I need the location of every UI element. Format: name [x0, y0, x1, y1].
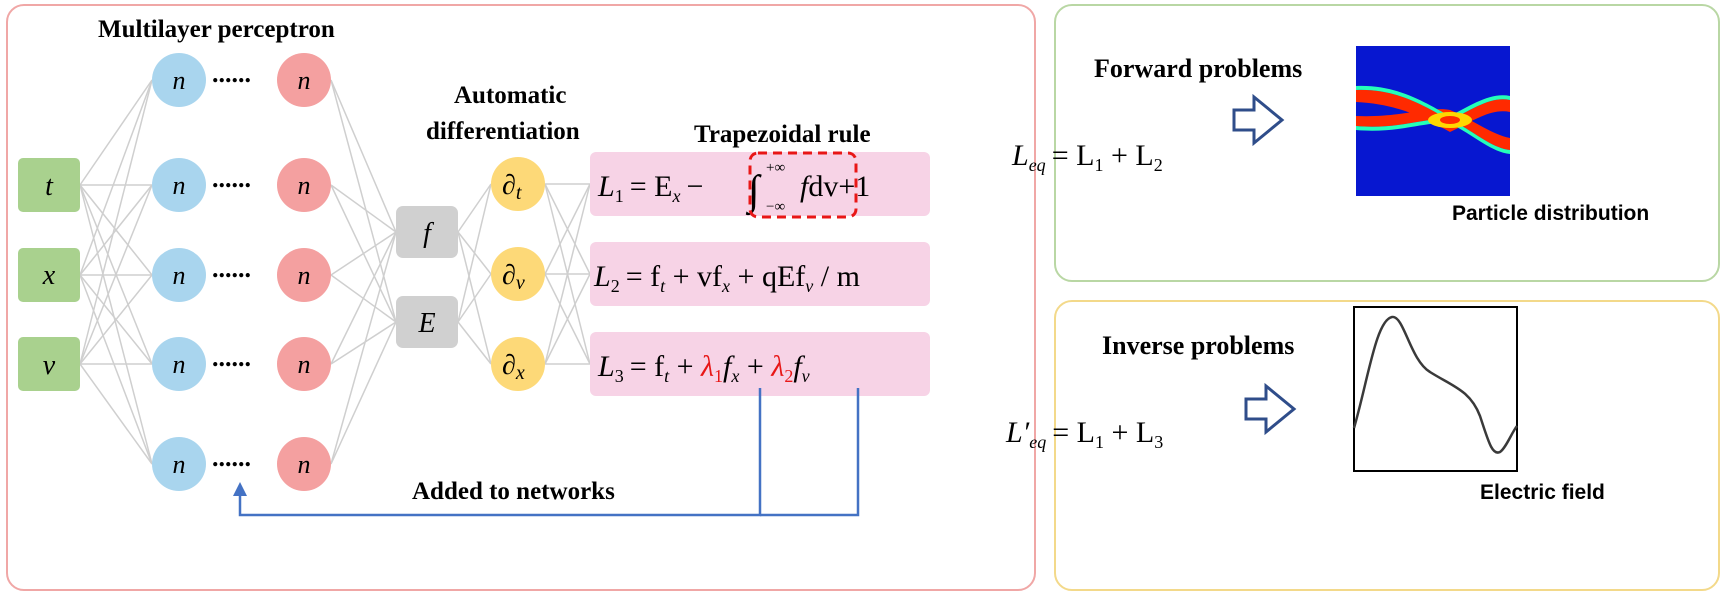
equation-L3-bg — [590, 332, 930, 396]
electric-field-plot — [1352, 306, 1519, 472]
input-nodes: t x v — [18, 158, 80, 391]
ellipsis-dots: ...... — [212, 254, 251, 283]
forward-arrow-icon — [1232, 93, 1285, 147]
electric-field-caption: Electric field — [1480, 481, 1605, 504]
hidden-node-label: n — [298, 350, 311, 379]
hidden-node-label: n — [298, 450, 311, 479]
hidden-node-blue-4 — [152, 437, 206, 491]
hidden-node-blue-2 — [152, 248, 206, 302]
trapezoidal-title: Trapezoidal rule — [694, 121, 871, 148]
inverse-problems-panel — [1054, 300, 1720, 591]
svg-text:L2= ft + vfx + qEfv / m: L2= ft + vfx + qEfv / m — [593, 260, 860, 296]
input-box-v — [18, 337, 80, 391]
svg-text:Leq= L1 + L2: Leq= L1 + L2 — [1011, 139, 1163, 175]
particle-distribution-caption: Particle distribution — [1452, 202, 1650, 225]
input-label-x: x — [42, 260, 56, 291]
hidden-layers: n n...... n n...... n n...... n n...... n n...... — [152, 53, 331, 491]
network-connections — [79, 79, 591, 465]
hidden-node-label: n — [298, 66, 311, 95]
hidden-node-blue-1 — [152, 158, 206, 212]
svg-text:L3= ft + λ1fx + λ2fv: L3= ft + λ1fx + λ2fv — [597, 350, 810, 386]
input-label-t: t — [45, 171, 54, 202]
hidden-node-red-2 — [277, 248, 331, 302]
deriv-node-v — [491, 247, 545, 301]
ellipsis-dots: ...... — [212, 343, 251, 372]
equation-Leq-prime: L′eq= L1 + L3 — [1005, 416, 1163, 452]
hidden-node-blue-3 — [152, 337, 206, 391]
hidden-node-red-3 — [277, 337, 331, 391]
hidden-node-label: n — [173, 350, 186, 379]
autodiff-title-line1: Automatic — [454, 82, 567, 109]
svg-text:L′eq= L1 + L3: L′eq= L1 + L3 — [1005, 416, 1163, 452]
input-box-t — [18, 158, 80, 212]
deriv-node-x — [491, 337, 545, 391]
svg-text:fdv+1: fdv+1 — [800, 170, 870, 203]
hidden-node-label: n — [298, 171, 311, 200]
ellipsis-dots: ...... — [212, 59, 251, 88]
equation-Leq: Leq= L1 + L2 — [1011, 139, 1163, 175]
equation-L3: L3= ft + λ1fx + λ2fv — [597, 350, 810, 386]
hidden-node-blue-0 — [152, 53, 206, 107]
svg-text:L1= Ex−: L1= Ex− — [597, 170, 703, 206]
hidden-node-red-0 — [277, 53, 331, 107]
output-box-E — [396, 296, 458, 348]
derivative-nodes: ∂t ∂v ∂x — [491, 157, 545, 391]
ellipsis-dots: ...... — [212, 164, 251, 193]
deriv-node-t — [491, 157, 545, 211]
deriv-label-x: ∂x — [502, 350, 525, 384]
equation-L1: L1= Ex− ∫ +∞ −∞ fdv+1 — [597, 151, 870, 219]
input-box-x — [18, 248, 80, 302]
equation-L2-bg — [590, 242, 930, 306]
feedback-arrowhead — [233, 482, 247, 496]
svg-text:∫: ∫ — [745, 168, 762, 216]
hidden-node-label: n — [173, 171, 186, 200]
mlp-title: Multilayer perceptron — [98, 16, 335, 43]
deriv-label-t: ∂t — [502, 170, 522, 204]
hidden-node-label: n — [173, 66, 186, 95]
forward-problems-title: Forward problems — [1094, 54, 1303, 83]
particle-distribution-image — [1356, 46, 1510, 196]
output-label-f: f — [423, 218, 434, 249]
hidden-node-label: n — [298, 261, 311, 290]
output-box-f — [396, 206, 458, 258]
input-label-v: v — [43, 350, 56, 381]
equation-L2: L2= ft + vfx + qEfv / m — [593, 260, 860, 296]
mlp-panel — [6, 4, 1036, 591]
hidden-node-label: n — [173, 450, 186, 479]
feedback-arrow — [238, 388, 860, 517]
deriv-label-v: ∂v — [502, 260, 525, 294]
hidden-node-red-1 — [277, 158, 331, 212]
trapezoid-highlight-box — [748, 151, 858, 219]
ellipsis-dots: ...... — [212, 443, 251, 472]
added-to-networks-label: Added to networks — [412, 478, 615, 505]
output-nodes: f E — [396, 206, 458, 348]
output-label-E: E — [417, 308, 435, 339]
forward-problems-panel — [1054, 4, 1720, 282]
hidden-node-label: n — [173, 261, 186, 290]
svg-text:+∞: +∞ — [766, 160, 785, 176]
svg-text:−∞: −∞ — [766, 199, 785, 215]
hidden-node-red-4 — [277, 437, 331, 491]
inverse-arrow-icon — [1244, 382, 1297, 436]
autodiff-title-line2: differentiation — [426, 118, 580, 145]
inverse-problems-title: Inverse problems — [1102, 331, 1295, 360]
equation-L1-bg — [590, 152, 930, 216]
